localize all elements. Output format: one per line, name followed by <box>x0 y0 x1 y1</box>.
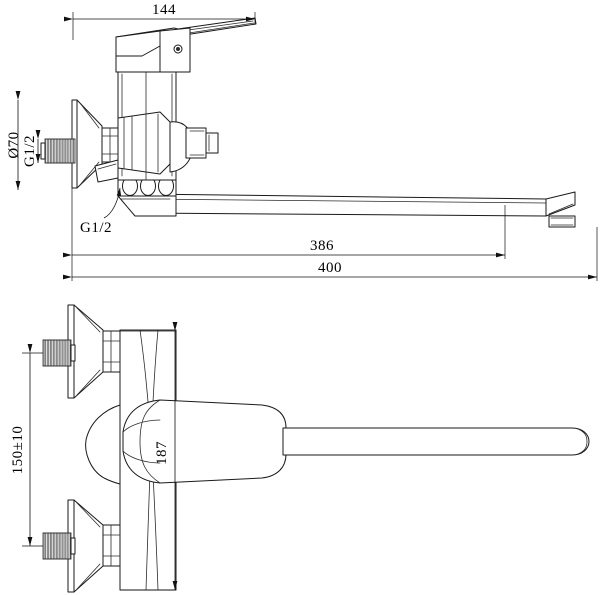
lower-inlet-front <box>42 499 121 593</box>
body-flare-front <box>85 404 121 485</box>
spout-side <box>140 191 576 228</box>
handle-hub-side <box>115 27 191 73</box>
spout-front <box>282 427 590 456</box>
dimension-lever-length: 144 <box>152 2 176 18</box>
dimension-flange-diameter: Ø70 <box>6 131 22 158</box>
lower-outlet-fitting-side <box>94 159 119 183</box>
side-elevation-view <box>40 17 576 228</box>
front-view-dimensions: 150±10 187 <box>10 322 178 591</box>
dimension-body-height: 187 <box>154 441 170 465</box>
callout-outlet-thread: G1/2 <box>80 220 112 236</box>
side-view-dimensions: 144 Ø70 G1/2 G1/2 386 400 <box>6 2 598 281</box>
dimension-inlet-thread: G1/2 <box>22 135 38 167</box>
dimension-spout-inner: 386 <box>310 238 334 254</box>
dimension-spout-total: 400 <box>318 260 342 276</box>
upper-inlet-front <box>42 304 121 399</box>
dimension-inlet-centers: 150±10 <box>10 426 26 475</box>
cartridge-housing-side <box>117 111 171 175</box>
diverter-outlet-side <box>169 121 219 173</box>
handle-lever-front <box>122 399 287 484</box>
